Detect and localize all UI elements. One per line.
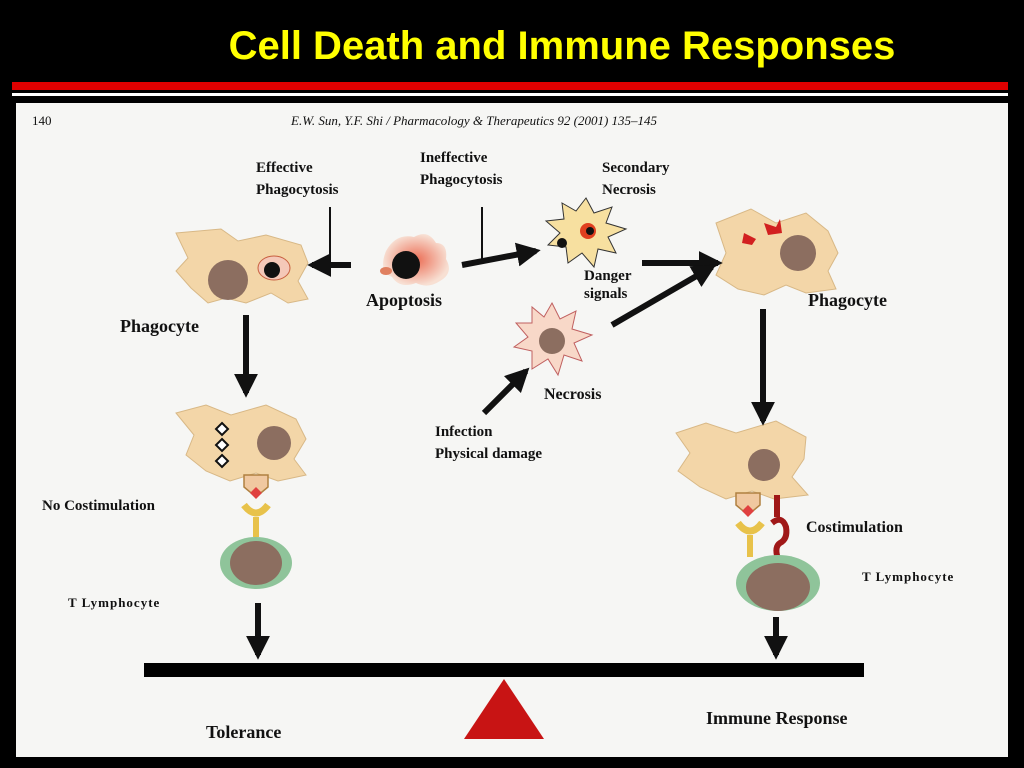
label-effective-phagocytosis: Effective Phagocytosis <box>256 157 339 201</box>
label-line: Physical damage <box>435 446 543 462</box>
arrow-infection-to-necrosis <box>481 367 530 416</box>
label-necrosis: Necrosis <box>544 386 602 403</box>
title-rule-white <box>12 93 1008 96</box>
phagocyte-right-presenting <box>675 420 820 611</box>
apoptotic-cell <box>380 234 449 286</box>
arrows <box>234 207 788 660</box>
label-phagocyte-right: Phagocyte <box>808 290 887 310</box>
label-danger-signals: Danger signals <box>584 267 632 303</box>
label-line: Effective <box>256 160 313 176</box>
label-line: Infection <box>435 424 493 440</box>
label-t-lymphocyte-right: T Lymphocyte <box>862 569 955 584</box>
citation: E.W. Sun, Y.F. Shi / Pharmacology & Ther… <box>291 113 658 128</box>
label-secondary-necrosis: Secondary Necrosis <box>602 157 670 201</box>
balance-fulcrum <box>464 679 544 739</box>
label-line: Secondary <box>602 160 670 176</box>
nucleus <box>208 260 248 300</box>
title-rule-red <box>12 82 1008 90</box>
necrotic-cell <box>512 301 594 377</box>
label-ineffective-phagocytosis: Ineffective Phagocytosis <box>420 147 503 191</box>
arrow-necrosis-to-phagocyte <box>610 264 717 328</box>
label-immune-response: Immune Response <box>706 708 848 728</box>
phagocyte-right-top <box>715 208 839 296</box>
page-number: 140 <box>32 113 52 128</box>
secondary-necrosis-cell <box>544 197 628 269</box>
label-line: Ineffective <box>420 150 488 166</box>
label-phagocyte-left: Phagocyte <box>120 316 199 336</box>
label-no-costimulation: No Costimulation <box>42 498 155 514</box>
phagocyte-left-presenting <box>175 404 307 589</box>
label-line: Phagocytosis <box>256 182 339 198</box>
balance-lever <box>144 663 864 677</box>
label-costimulation: Costimulation <box>806 519 903 536</box>
slide-title: Cell Death and Immune Responses <box>228 24 896 68</box>
label-apoptosis: Apoptosis <box>366 290 443 310</box>
figure-panel: 140 E.W. Sun, Y.F. Shi / Pharmacology & … <box>16 103 1008 757</box>
label-line: Phagocytosis <box>420 172 503 188</box>
label-infection: Infection Physical damage <box>435 421 542 465</box>
label-line: signals <box>584 286 628 302</box>
arrow-apoptosis-to-secondary-necrosis <box>461 242 541 268</box>
label-t-lymphocyte-left: T Lymphocyte <box>68 595 161 610</box>
label-tolerance: Tolerance <box>206 722 282 742</box>
diagram-canvas <box>144 197 864 739</box>
phagocyte-left-top <box>175 228 309 304</box>
label-line: Necrosis <box>602 182 656 198</box>
label-line: Danger <box>584 268 632 284</box>
